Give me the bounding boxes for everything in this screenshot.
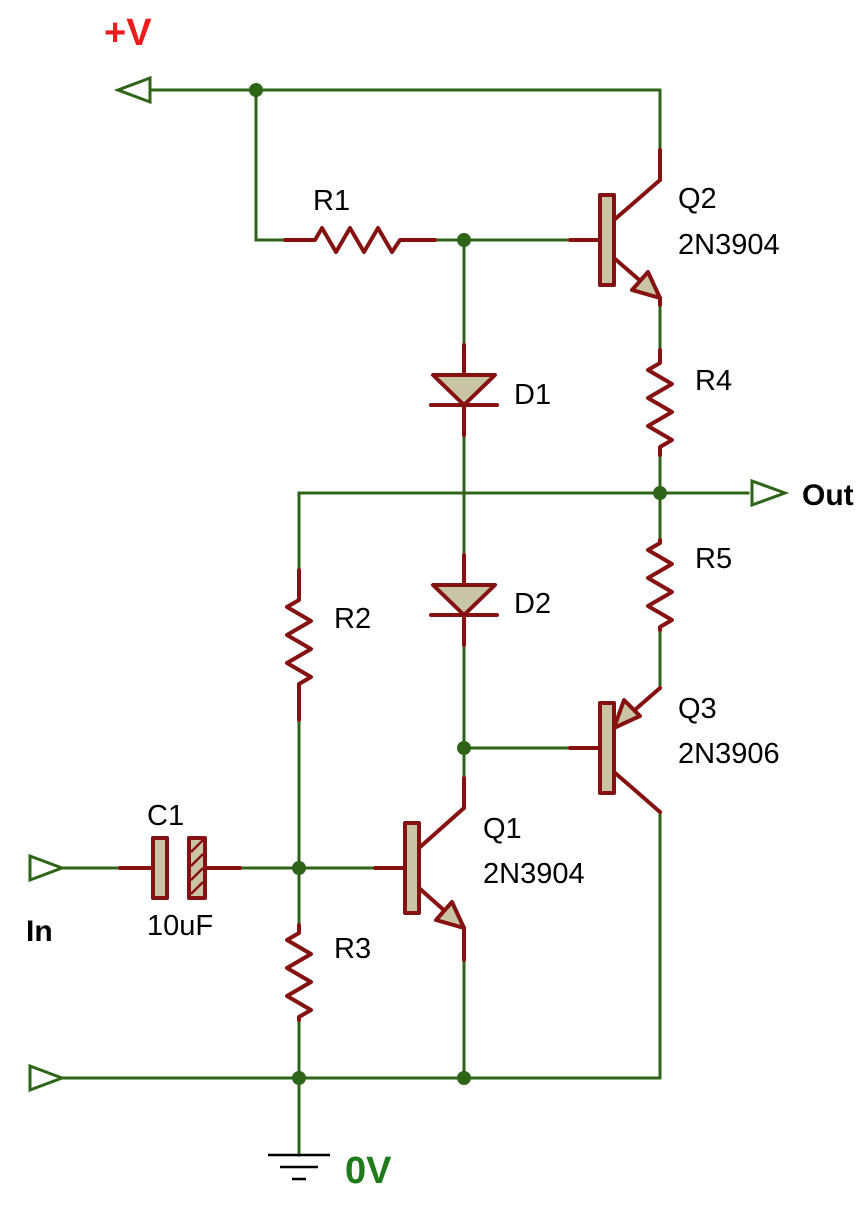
junction-dot bbox=[292, 861, 306, 875]
resistor-r5 bbox=[646, 538, 674, 632]
diode-d1 bbox=[429, 343, 499, 437]
junctions bbox=[249, 83, 667, 1085]
r3-label: R3 bbox=[334, 933, 371, 965]
transistor-q1-npn bbox=[373, 776, 466, 962]
r4-label: R4 bbox=[695, 365, 732, 397]
input-terminal bbox=[28, 853, 67, 883]
wire-r1-feed bbox=[254, 88, 287, 242]
diode-d2 bbox=[429, 553, 499, 647]
output-port-label: Out bbox=[802, 479, 854, 512]
positive-rail-terminal bbox=[113, 75, 152, 105]
junction-dot bbox=[249, 83, 263, 97]
q2-label: Q2 bbox=[678, 183, 717, 215]
wires bbox=[60, 88, 750, 1157]
q2-part-label: 2N3904 bbox=[678, 229, 780, 261]
r5-label: R5 bbox=[695, 543, 732, 575]
positive-rail-label: +V bbox=[104, 12, 152, 54]
output-terminal bbox=[750, 478, 790, 508]
d2-label: D2 bbox=[514, 588, 551, 620]
resistor-r2 bbox=[285, 568, 313, 722]
wire-output-rail bbox=[297, 491, 750, 572]
junction-dot bbox=[457, 741, 471, 755]
r1-label: R1 bbox=[313, 185, 350, 217]
c1-value-label: 10uF bbox=[147, 910, 213, 942]
q1-label: Q1 bbox=[483, 813, 522, 845]
resistor-r4 bbox=[646, 348, 674, 457]
ground-rail-label: 0V bbox=[345, 1150, 392, 1192]
capacitor-c1 bbox=[118, 836, 242, 900]
ground-symbol bbox=[268, 1153, 330, 1181]
q3-label: Q3 bbox=[678, 693, 717, 725]
junction-dot bbox=[457, 233, 471, 247]
junction-dot bbox=[292, 1071, 306, 1085]
q1-part-label: 2N3904 bbox=[483, 858, 585, 890]
c1-label: C1 bbox=[147, 800, 184, 832]
ground-rail-terminal bbox=[28, 1063, 67, 1093]
resistor-r1 bbox=[283, 226, 437, 254]
d1-label: D1 bbox=[514, 379, 551, 411]
wire-top-rail bbox=[150, 88, 662, 152]
transistor-q3-pnp bbox=[568, 686, 662, 814]
junction-dot bbox=[457, 1071, 471, 1085]
transistor-q2-npn bbox=[568, 148, 662, 307]
r2-label: R2 bbox=[334, 603, 371, 635]
junction-dot bbox=[653, 486, 667, 500]
resistor-r3 bbox=[285, 923, 313, 1022]
input-port-label: In bbox=[26, 915, 53, 948]
q3-part-label: 2N3906 bbox=[678, 738, 780, 770]
